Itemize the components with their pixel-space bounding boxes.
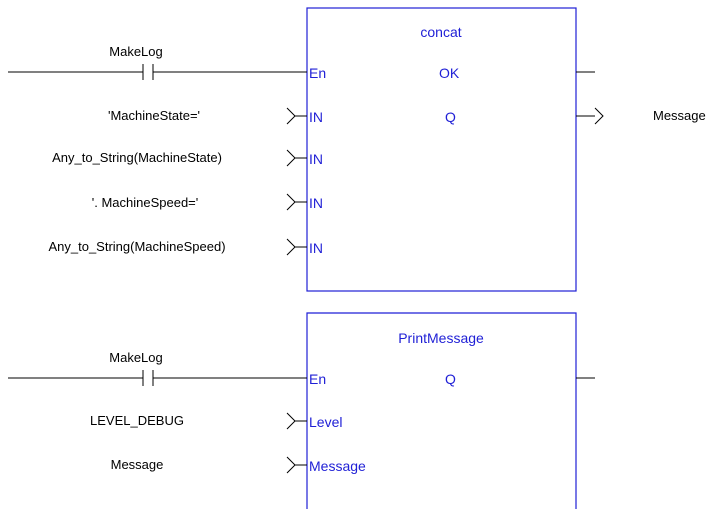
concat-pin-en: En (309, 65, 327, 81)
concat-in3-value: '. MachineSpeed=' (91, 195, 199, 210)
printmessage-pin-q: Q (445, 371, 456, 387)
concat-in4-chevron (286, 238, 296, 256)
printmessage-pin-level: Level (309, 414, 343, 430)
concat-block-title: concat (420, 24, 462, 40)
concat-q-output-arrow (594, 107, 604, 125)
rung2-contact-label: MakeLog (109, 350, 163, 365)
concat-pin-in1: IN (309, 109, 323, 125)
rung1-contact-label: MakeLog (109, 44, 163, 59)
printmessage-block[interactable] (306, 312, 577, 509)
concat-pin-ok: OK (439, 65, 460, 81)
concat-in2-value: Any_to_String(MachineState) (52, 150, 222, 165)
printmessage-block-title: PrintMessage (398, 330, 484, 346)
concat-in3-chevron (286, 193, 296, 211)
concat-q-output-variable: Message (653, 108, 706, 123)
printmessage-level-chevron (286, 412, 296, 430)
printmessage-message-chevron (286, 456, 296, 474)
printmessage-level-value: LEVEL_DEBUG (90, 413, 184, 428)
concat-pin-in2: IN (309, 151, 323, 167)
concat-pin-q: Q (445, 109, 456, 125)
concat-in2-chevron (286, 149, 296, 167)
printmessage-pin-en: En (309, 371, 327, 387)
concat-pin-in4: IN (309, 240, 323, 256)
concat-in1-value: 'MachineState=' (107, 108, 201, 123)
printmessage-message-value: Message (110, 457, 164, 472)
concat-in4-value: Any_to_String(MachineSpeed) (48, 239, 226, 254)
concat-pin-in3: IN (309, 195, 323, 211)
concat-in1-chevron (286, 107, 296, 125)
concat-block[interactable] (306, 7, 577, 292)
printmessage-pin-message: Message (309, 458, 366, 474)
